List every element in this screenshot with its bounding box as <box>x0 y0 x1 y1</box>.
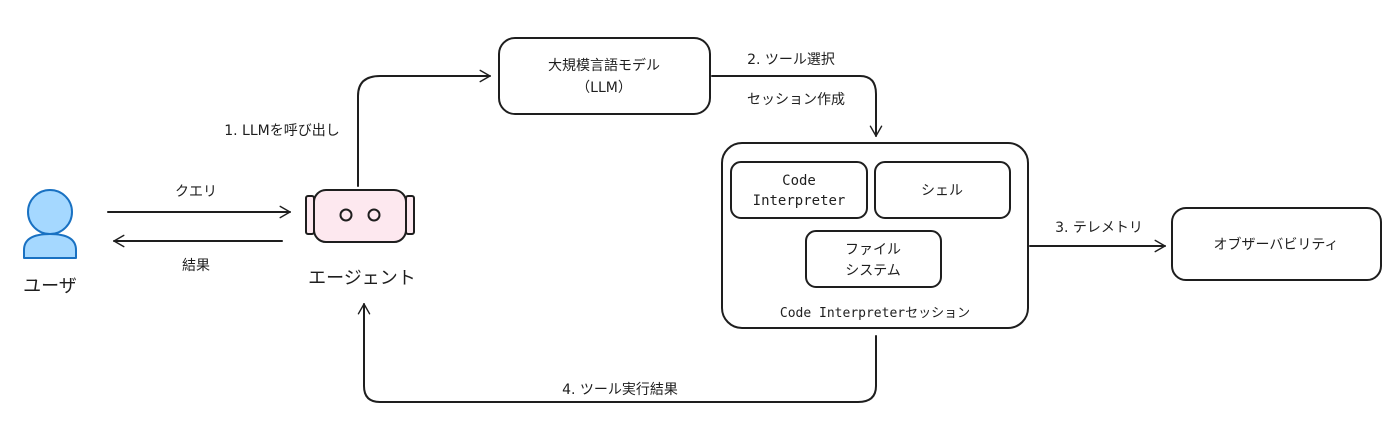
edge-result: 結果 <box>113 234 283 274</box>
session-label: Code Interpreterセッション <box>780 306 970 321</box>
result-label: 結果 <box>182 258 210 274</box>
telemetry-label: 3. テレメトリ <box>1055 220 1143 236</box>
agent-node[interactable]: エージェント <box>305 189 416 289</box>
filesystem-node[interactable]: ファイル システム <box>805 230 942 288</box>
call-llm-label: 1. LLMを呼び出し <box>224 123 340 139</box>
agent-label: エージェント <box>308 268 416 289</box>
shell-label: シェル <box>921 183 963 199</box>
observability-node[interactable]: オブザーバビリティ <box>1171 207 1382 281</box>
call-llm-arrow <box>357 69 491 187</box>
tool-result-arrow <box>357 303 877 403</box>
edge-tool-select: 2. ツール選択 セッション作成 <box>711 52 883 137</box>
edge-tool-result: 4. ツール実行結果 <box>357 303 877 403</box>
session-create-label: セッション作成 <box>747 92 845 108</box>
filesystem-label-line1: ファイル <box>845 242 901 258</box>
user-node[interactable]: ユーザ <box>23 189 77 297</box>
code-interpreter-label-line1: Code <box>782 173 816 189</box>
tool-result-label: 4. ツール実行結果 <box>562 382 678 398</box>
shell-node[interactable]: シェル <box>874 161 1011 219</box>
code-interpreter-node[interactable]: Code Interpreter <box>730 161 868 219</box>
tool-select-label: 2. ツール選択 <box>747 52 835 68</box>
user-label: ユーザ <box>23 276 77 297</box>
tool-select-arrow <box>711 75 883 137</box>
llm-label-line2: （LLM） <box>576 80 632 96</box>
llm-label-line1: 大規模言語モデル <box>548 57 660 74</box>
edge-query: クエリ <box>107 184 291 219</box>
llm-node[interactable]: 大規模言語モデル （LLM） <box>498 37 711 115</box>
edge-call-llm: 1. LLMを呼び出し <box>224 69 491 187</box>
robot-icon <box>305 189 415 243</box>
filesystem-label-line2: システム <box>845 263 901 279</box>
session-container[interactable]: Code Interpreterセッション Code Interpreter シ… <box>721 142 1029 329</box>
code-interpreter-label-line2: Interpreter <box>753 193 846 209</box>
edge-telemetry: 3. テレメトリ <box>1029 220 1166 253</box>
user-icon <box>23 189 77 259</box>
observability-label: オブザーバビリティ <box>1213 236 1338 253</box>
query-label: クエリ <box>175 184 217 200</box>
